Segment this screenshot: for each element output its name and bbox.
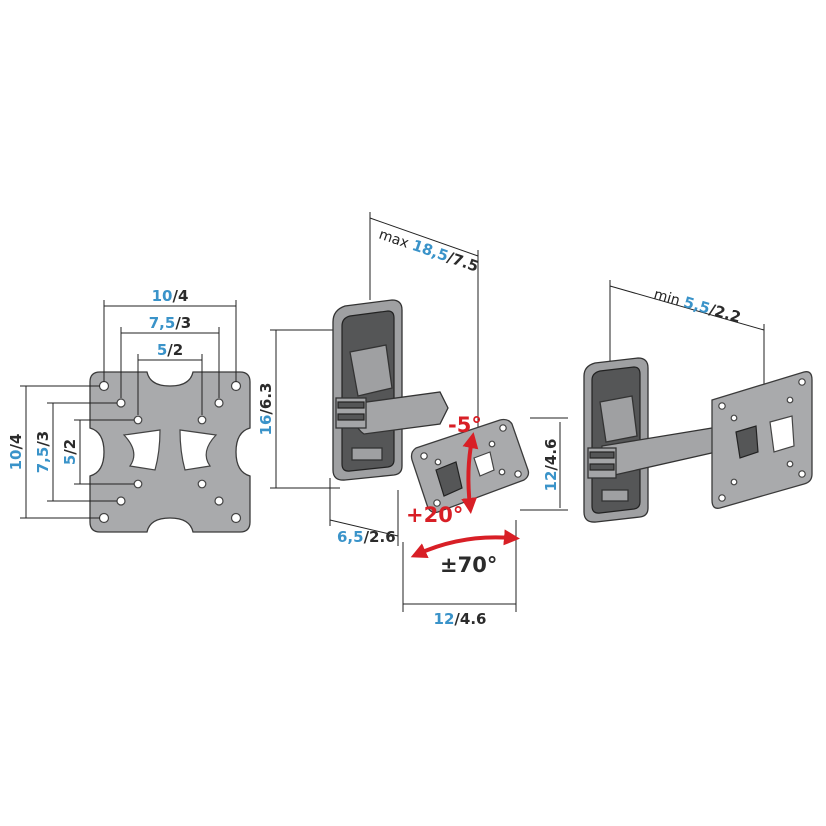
mount-hole (786, 460, 794, 468)
mount-hole (197, 479, 207, 489)
center-slot-right (179, 429, 218, 471)
mount-folded-view: min 5,5/2.2 (583, 280, 813, 523)
mount-hole (798, 378, 806, 386)
plate-height-label: 12/4.6 (542, 439, 560, 492)
tilt-range-arrow (461, 432, 479, 514)
center-slot (769, 415, 795, 453)
tilt-down-angle: +20° (406, 503, 463, 527)
wall-depth-label: 6,5/2.6 (337, 528, 396, 546)
dimension-label-width-5: 5/2 (157, 341, 183, 359)
tilt-up-angle: -5° (448, 413, 482, 437)
mount-hole (197, 415, 207, 425)
wall-plate-upper-cover (599, 395, 638, 443)
extension-dimension-lines (270, 212, 568, 612)
mount-hole (718, 494, 726, 502)
dimension-label-height-10: 10/4 (7, 434, 25, 471)
swivel-range-arrow (410, 529, 520, 558)
mount-hole (718, 402, 726, 410)
mount-hole (488, 440, 496, 448)
mount-hole (420, 452, 428, 460)
mount-hole (98, 512, 110, 524)
mount-hole (98, 380, 110, 392)
mount-hole (116, 496, 126, 506)
min-extension-dimension-lines (609, 280, 765, 384)
wall-plate-lower-slot (601, 489, 629, 502)
wall-plate-upper-cover (349, 344, 393, 397)
max-extension-label: max 18,5/7.5 (377, 225, 481, 276)
wall-height-label: 16/6.3 (257, 383, 275, 436)
wall-plate-lower-slot (351, 447, 383, 461)
tilt-bracket (735, 425, 759, 459)
arm-hinge-band (337, 401, 365, 409)
mount-hole (514, 470, 522, 478)
mount-extended-view: max 18,5/7.5 16/6.3 6,5/2.6 12/4.6 12/4.… (257, 212, 568, 628)
center-slot-left (122, 429, 161, 471)
mount-hole (786, 396, 794, 404)
arm-hinge-band (589, 451, 615, 459)
arm-hinge-band (337, 413, 365, 421)
swivel-angle: ±70° (440, 553, 497, 577)
dimension-lines-vertical (20, 385, 134, 519)
mount-hole (230, 380, 242, 392)
arm-hinge-band (589, 463, 615, 471)
mount-hole (433, 499, 441, 507)
dimension-label-height-7-5: 7,5/3 (34, 431, 52, 474)
dimension-label-height-5: 5/2 (61, 439, 79, 465)
mount-hole (498, 468, 506, 476)
mount-hole (214, 496, 224, 506)
vesa-plate-side (711, 371, 813, 509)
mount-hole (730, 414, 738, 422)
dimension-lines-horizontal (103, 300, 237, 415)
dimension-label-width-7-5: 7,5/3 (149, 314, 192, 332)
vesa-plate-front-view: 10/4 7,5/3 5/2 10/4 7,5/3 5/2 (7, 287, 251, 533)
mount-hole (133, 415, 143, 425)
mount-hole (230, 512, 242, 524)
mount-hole (116, 398, 126, 408)
mount-hole (133, 479, 143, 489)
vesa-plate (89, 371, 251, 533)
mount-hole (434, 458, 442, 466)
mount-hole (499, 424, 507, 432)
dimension-label-width-10: 10/4 (152, 287, 189, 305)
min-extension-label: min 5,5/2.2 (652, 285, 743, 327)
mount-hole (214, 398, 224, 408)
mount-hole (798, 470, 806, 478)
plate-width-label: 12/4.6 (434, 610, 487, 628)
mount-hole (730, 478, 738, 486)
